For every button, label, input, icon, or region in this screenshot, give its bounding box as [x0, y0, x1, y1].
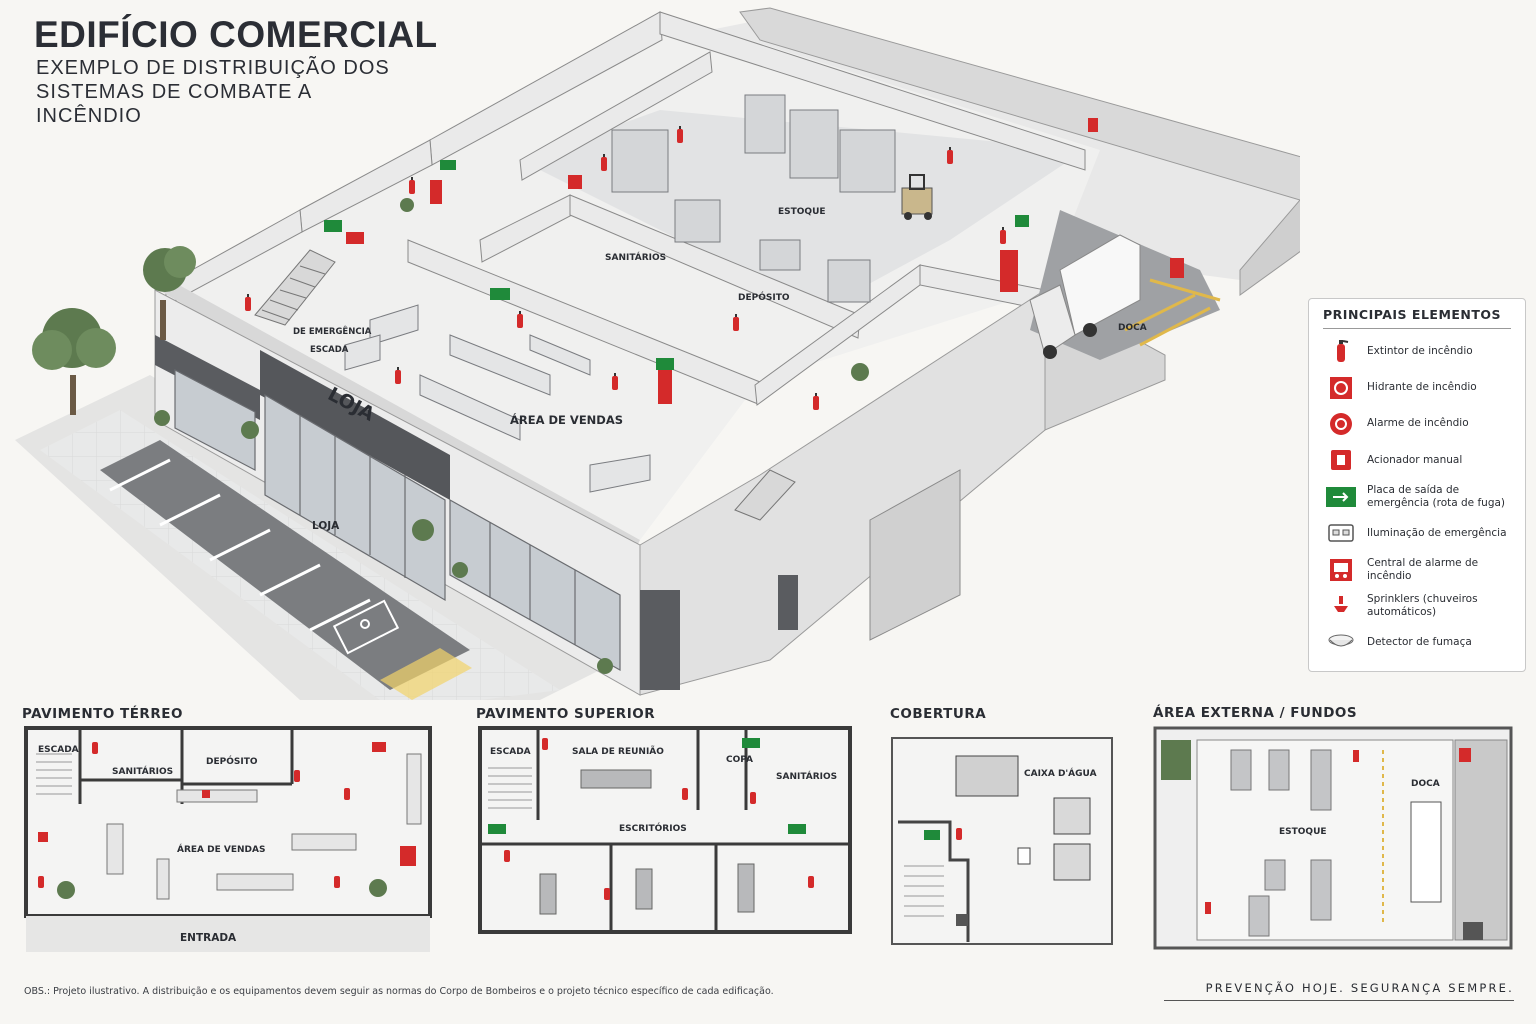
label-sanitarios: SANITÁRIOS: [605, 251, 666, 263]
label-area-vendas: ÁREA DE VENDAS: [510, 412, 623, 427]
legend-item-exit-sign: Placa de saída de emergência (rota de fu…: [1323, 479, 1511, 515]
hydrant-icon: [1323, 374, 1359, 402]
tree-illustration: [32, 246, 196, 415]
truck-illustration: [1029, 234, 1141, 359]
exit-sign-markers: [324, 160, 1029, 370]
sprinkler-icon: [1323, 592, 1359, 620]
plan-title-externa: ÁREA EXTERNA / FUNDOS: [1153, 705, 1358, 721]
plan-title-cobertura: COBERTURA: [890, 706, 987, 722]
label-doca: DOCA: [1118, 323, 1147, 333]
plan-terreo-deposito: DEPÓSITO: [206, 755, 258, 767]
isometric-building-illustration: LOJA: [15, 7, 1300, 700]
fire-alarm-icon: [1323, 410, 1359, 438]
forklift-illustration: [901, 174, 933, 220]
legend-item-fire-alarm: Alarme de incêndio: [1323, 406, 1511, 442]
plan-terreo-entrada: ENTRADA: [180, 932, 237, 944]
label-escada-emergencia: DE EMERGÊNCIA: [293, 325, 372, 337]
plan-cobertura: CAIXA D'ÁGUA: [891, 737, 1113, 945]
manual-call-point-icon: [1323, 446, 1359, 474]
plan-superior-sala-reuniao: SALA DE REUNIÃO: [572, 746, 664, 757]
legend-item-manual-call-point: Acionador manual: [1323, 442, 1511, 478]
plan-externa-estoque: ESTOQUE: [1279, 827, 1327, 837]
alarm-panel-icon: [1323, 556, 1359, 584]
legend-title: PRINCIPAIS ELEMENTOS: [1323, 307, 1511, 329]
footer-note: OBS.: Projeto ilustrativo. A distribuiçã…: [24, 986, 774, 997]
parking-lot: [100, 440, 470, 690]
plan-area-externa: ESTOQUE DOCA: [1153, 726, 1513, 950]
footer-slogan: PREVENÇÃO HOJE. SEGURANÇA SEMPRE.: [1164, 981, 1514, 1001]
page-subtitle: EXEMPLO DE DISTRIBUIÇÃO DOS SISTEMAS DE …: [36, 57, 390, 127]
legend-panel: PRINCIPAIS ELEMENTOS Extintor de incêndi…: [1308, 298, 1526, 672]
legend-item-alarm-panel: Central de alarme de incêndio: [1323, 551, 1511, 587]
emergency-light-icon: [1323, 519, 1359, 547]
plan-pavimento-terreo: ESCADA SANITÁRIOS DEPÓSITO ÁREA DE VENDA…: [24, 726, 432, 952]
label-escada: ESCADA: [310, 345, 349, 355]
extinguisher-icon: [1323, 337, 1359, 365]
legend-item-emergency-light: Iluminação de emergência: [1323, 515, 1511, 551]
plan-terreo-area-vendas: ÁREA DE VENDAS: [177, 843, 265, 855]
plan-externa-doca: DOCA: [1411, 779, 1440, 789]
label-deposito: DEPÓSITO: [738, 291, 790, 303]
plan-title-superior: PAVIMENTO SUPERIOR: [476, 706, 656, 722]
page-title: EDIFÍCIO COMERCIAL: [34, 14, 438, 55]
exit-sign-icon: [1323, 483, 1359, 511]
smoke-detector-icon: [1323, 628, 1359, 656]
fire-equipment-markers: [245, 118, 1184, 410]
accessible-parking-icon: [332, 599, 400, 655]
plan-superior-sanitarios: SANITÁRIOS: [776, 770, 837, 782]
store-sign-band: [260, 350, 450, 500]
plan-pavimento-superior: ESCADA SALA DE REUNIÃO COPA SANITÁRIOS E…: [478, 726, 852, 934]
plan-superior-escada: ESCADA: [490, 747, 531, 757]
plan-title-terreo: PAVIMENTO TÉRREO: [22, 706, 183, 722]
legend-item-extinguisher: Extintor de incêndio: [1323, 333, 1511, 369]
legend-item-sprinkler: Sprinklers (chuveiros automáticos): [1323, 588, 1511, 624]
plan-cobertura-caixa-agua: CAIXA D'ÁGUA: [1024, 767, 1097, 779]
label-estoque: ESTOQUE: [778, 207, 826, 217]
emergency-stairs: [254, 249, 796, 521]
plan-superior-copa: COPA: [726, 755, 753, 765]
legend-item-smoke-detector: Detector de fumaça: [1323, 624, 1511, 660]
plan-superior-escritorios: ESCRITÓRIOS: [619, 822, 687, 834]
plan-terreo-escada: ESCADA: [38, 745, 79, 755]
legend-item-hydrant: Hidrante de incêndio: [1323, 369, 1511, 405]
label-loja: LOJA: [312, 520, 340, 532]
plan-terreo-sanitarios: SANITÁRIOS: [112, 765, 173, 777]
